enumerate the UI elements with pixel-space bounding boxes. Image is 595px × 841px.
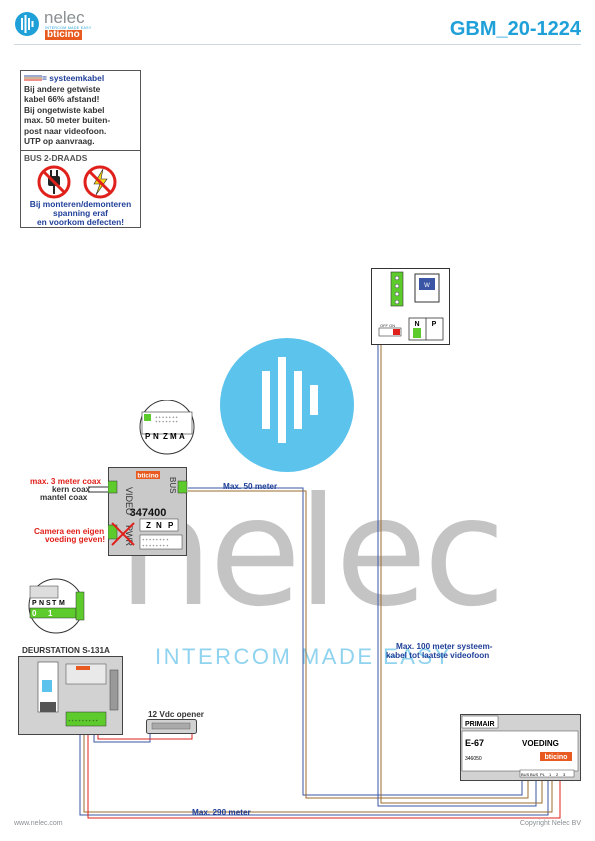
psu-primary-label: PRIMAIR [465, 721, 495, 728]
bus-note: BUS 2-DRAADS Bij monteren/demonteren spa… [20, 150, 141, 228]
converter-terminal: Z [146, 521, 151, 530]
doorstation-jumper: 0 [32, 609, 37, 618]
monitor-terminal-block [390, 271, 404, 307]
warning-line: Bij monteren/demonteren [29, 198, 132, 209]
cable-legend-icon [24, 75, 42, 81]
footer-website[interactable]: www.nelec.com [14, 820, 63, 827]
svg-text:+ + + + + + + +: + + + + + + + + [142, 543, 169, 548]
watermark-logo-icon [220, 338, 354, 472]
note-line: max. 50 meter buiten- [24, 115, 111, 125]
converter-terminal: N [156, 521, 162, 530]
doorstation-zoom-terminal: T [52, 600, 57, 607]
cable-coax [88, 486, 110, 493]
converter-zoom-terminal: A [179, 432, 185, 441]
converter-bus-terminal [177, 480, 188, 494]
note-line: Bij andere getwiste [24, 83, 101, 94]
note-line: post naar videofoon. [24, 125, 107, 136]
nelec-logo: nelec INTERCOM MADE EASY bticino [14, 8, 124, 42]
psu-brand: bticino [545, 754, 568, 761]
converter-terminal: P [168, 521, 174, 530]
psu-terminal: BUS [530, 772, 539, 777]
doorstation-jumper: 1 [48, 609, 53, 618]
converter-video-terminal [108, 480, 118, 494]
converter-347400: bticino VIDEO BUS 347400 Z N P + + + + +… [108, 467, 188, 556]
svg-text:+ + + + + + + + +: + + + + + + + + + [68, 718, 99, 723]
psu-terminal: 1 [549, 772, 552, 777]
svg-text:+ + + + + + +: + + + + + + + [155, 415, 179, 420]
bus-note-title: BUS 2-DRAADS [24, 153, 88, 163]
svg-text:+ + + + + + +: + + + + + + + [155, 419, 179, 424]
cable-doorstation-to-psu [79, 727, 561, 819]
cable-converter-to-psu [188, 487, 529, 799]
system-cable-note: = systeemkabel Bij andere getwiste kabel… [20, 70, 141, 152]
psu-terminal: PL [540, 772, 546, 777]
converter-brand: bticino [137, 473, 158, 480]
watermark-tagline: INTERCOM MADE EASY [155, 644, 452, 669]
monitor-screen-label: W [424, 283, 430, 289]
doorstation-zoom-terminal: P [32, 600, 37, 607]
converter-bus-label: BUS [168, 477, 177, 493]
header-divider [14, 44, 581, 45]
psu-model: E-67 [465, 738, 484, 748]
warning-line: spanning eraf [53, 207, 108, 218]
doorstation-terminals-zoom: P N S T M 0 1 [28, 578, 85, 634]
converter-zoom-terminal: M [170, 432, 177, 441]
video-monitor: W N P OFF ON [371, 268, 450, 345]
warning-icons [37, 165, 117, 198]
coax-core-label: kern coax [52, 485, 91, 494]
coax-max-label: max. 3 meter coax [30, 477, 102, 486]
converter-code: 347400 [130, 507, 167, 519]
system-cable-title: = systeemkabel [42, 73, 105, 83]
converter-pwr-terminal [108, 524, 118, 540]
off-on-switch[interactable] [378, 327, 402, 337]
converter-pwr-label: PWR [124, 525, 134, 546]
psu-code: 346050 [465, 756, 482, 762]
max-290-label: Max. 290 meter [192, 808, 251, 817]
doorstation-title: DEURSTATION S-131A [22, 646, 110, 655]
svg-text:+ + + + + + + +: + + + + + + + + [142, 537, 169, 542]
power-supply-e67: PRIMAIR E-67 VOEDING 346050 bticino BUS … [460, 714, 581, 781]
opener-label: 12 Vdc opener [148, 710, 204, 719]
max-100-label-1: Max. 100 meter systeem- [396, 642, 493, 651]
doorstation-zoom-terminal: M [59, 600, 65, 607]
door-opener [146, 719, 197, 734]
note-line: Bij ongetwiste kabel [24, 104, 105, 115]
psu-voeding-label: VOEDING [522, 739, 559, 748]
nelec-logo-icon [15, 12, 39, 36]
psu-terminal: 3 [563, 772, 566, 777]
door-station: + + + + + + + + + [18, 656, 123, 735]
doorstation-terminal-block [65, 711, 107, 727]
converter-zoom-terminal: N [153, 432, 159, 441]
sub-brand: bticino [45, 29, 82, 40]
monitor-terminal-n: N [414, 321, 419, 328]
no-lightning-icon [83, 165, 117, 198]
system-cable-legend: = systeemkabel [24, 73, 137, 84]
camera-power-label-1: Camera een eigen [34, 527, 105, 536]
monitor-terminal-p: P [432, 321, 437, 328]
converter-zoom-terminal: P [145, 432, 151, 441]
camera-power-label-2: voeding geven! [45, 535, 106, 544]
note-line: UTP op aanvraag. [24, 136, 95, 146]
coax-sheath-label: mantel coax [40, 493, 88, 502]
brand-tagline: INTERCOM MADE EASY [45, 26, 92, 30]
max-50-label: Max. 50 meter [223, 482, 278, 491]
psu-terminal: BUS [521, 772, 530, 777]
warning-line: en voorkom defecten! [36, 216, 125, 227]
psu-terminal: 2 [556, 772, 559, 777]
doorstation-zoom-terminal: N [39, 600, 44, 607]
document-code: GBM_20-1224 [449, 18, 581, 40]
doorstation-zoom-terminal: S [46, 600, 51, 607]
converter-video-label: VIDEO [124, 487, 134, 515]
brand-name: nelec [44, 8, 85, 27]
no-plug-icon [37, 165, 71, 198]
converter-zoom-terminal: Z [163, 432, 168, 441]
psu-terminals: BUS BUS PL 1 2 3 [519, 769, 575, 778]
off-on-label: OFF ON [380, 323, 395, 328]
footer-copyright: Copyright Nelec BV [519, 820, 581, 827]
converter-terminals-zoom: + + + + + + + + + + + + + + P N Z M A [139, 400, 195, 455]
note-line: kabel 66% afstand! [24, 94, 100, 104]
max-100-label-2: kabel tot laatste videofoon [386, 651, 490, 660]
